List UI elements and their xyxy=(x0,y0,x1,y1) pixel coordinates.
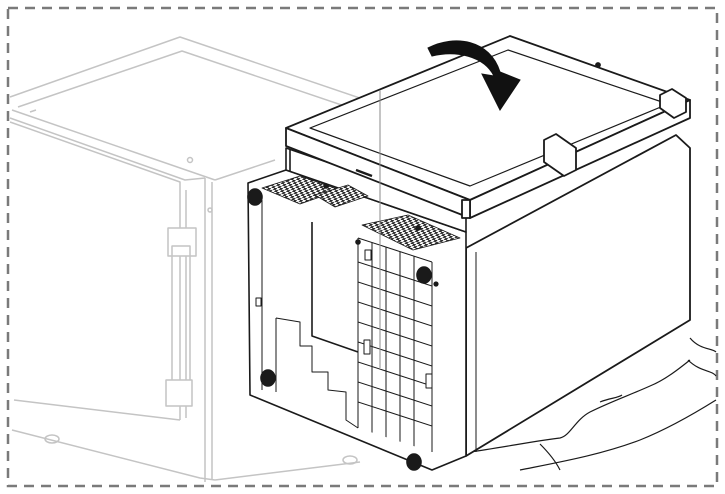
rotation-arrow-icon xyxy=(427,40,521,111)
ghost-cabinet xyxy=(9,36,396,482)
dashed-frame xyxy=(6,6,719,488)
top-lid xyxy=(285,35,691,368)
rear-panel-with-grid xyxy=(247,147,467,471)
protective-sheet xyxy=(469,337,717,471)
